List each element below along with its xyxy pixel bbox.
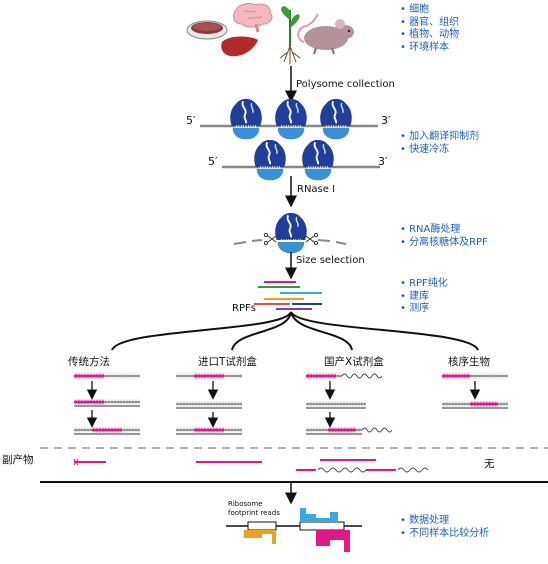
library-strand xyxy=(74,373,140,379)
sample-type-item: 细胞 xyxy=(400,4,459,17)
digested-mrna xyxy=(233,239,347,245)
footprint-reads-plot xyxy=(226,508,362,552)
mouse-icon xyxy=(297,13,354,55)
plant-icon xyxy=(279,6,301,64)
library-step-item: 建库 xyxy=(400,291,448,304)
library-strand xyxy=(176,373,242,379)
footprint-reads-label: Ribosome footprint reads xyxy=(228,500,280,517)
byproducts xyxy=(73,458,429,473)
library-strand xyxy=(442,401,508,409)
analysis-steps-list: 数据处理 不同样本比较分析 xyxy=(400,515,489,540)
method-traditional-title: 传统方法 xyxy=(68,356,110,368)
method-columns xyxy=(74,373,508,435)
single-ribosome xyxy=(275,212,307,254)
ribosome-icon xyxy=(302,139,334,181)
sample-type-item: 植物、动物 xyxy=(400,29,459,42)
liver-icon xyxy=(221,36,258,57)
polya-tail xyxy=(341,373,383,379)
digest-step-item: 分离核糖体及RPF xyxy=(400,237,488,250)
polya-tail xyxy=(361,427,393,433)
method-imported-kit-title: 进口T试剂盒 xyxy=(198,356,257,368)
library-steps-list: RPF纯化 建库 测序 xyxy=(400,278,448,316)
method-domestic-kit-title: 国产X试剂盒 xyxy=(324,356,384,368)
petri-dish-icon xyxy=(186,20,228,40)
mrna-five-prime-2: 5′ xyxy=(208,155,218,168)
ribosome-row-2 xyxy=(254,139,334,181)
ribosome-row-1 xyxy=(230,98,352,140)
library-strand xyxy=(306,373,342,379)
library-strand xyxy=(74,427,140,435)
lysis-step-item: 加入翻译抑制剂 xyxy=(400,131,479,144)
no-byproduct-label: 无 xyxy=(484,458,495,470)
digest-steps-list: RNA酶处理 分离核糖体及RPF xyxy=(400,224,488,249)
analysis-step-item: 不同样本比较分析 xyxy=(400,528,489,541)
library-step-item: RPF纯化 xyxy=(400,278,448,291)
mrna-three-prime-2: 3′ xyxy=(378,155,388,168)
library-step-item: 测序 xyxy=(400,303,448,316)
analysis-step-item: 数据处理 xyxy=(400,515,489,528)
library-strand xyxy=(176,427,242,435)
digest-step-item: RNA酶处理 xyxy=(400,224,488,237)
ribosome-icon xyxy=(275,98,307,140)
ribosome-icon xyxy=(254,139,286,181)
library-strand xyxy=(442,373,508,379)
rnase-step-label: RNase I xyxy=(297,184,336,195)
scissors-icon-right xyxy=(305,232,319,246)
ribosome-icon xyxy=(320,98,352,140)
library-strand xyxy=(306,401,366,409)
library-strand xyxy=(176,401,242,409)
branch-lines xyxy=(111,311,479,351)
brain-icon xyxy=(233,3,273,33)
ribosome-icon xyxy=(275,212,307,254)
ribosome-icon xyxy=(230,98,262,140)
rpf-fragments xyxy=(254,281,322,310)
byproduct-label: 副产物 xyxy=(2,454,34,466)
mrna-three-prime-1: 3′ xyxy=(381,114,391,127)
library-strand xyxy=(306,427,362,435)
rpf-label: RPFs xyxy=(232,303,256,314)
size-selection-step-label: Size selection xyxy=(296,255,365,266)
sample-type-item: 环境样本 xyxy=(400,42,459,55)
mrna-five-prime-1: 5′ xyxy=(186,114,196,127)
sample-type-item: 器官、组织 xyxy=(400,17,459,30)
scissors-icon-left xyxy=(263,232,277,246)
method-hexu-title: 核序生物 xyxy=(448,356,490,368)
sample-types-list: 细胞 器官、组织 植物、动物 环境样本 xyxy=(400,4,459,54)
lysis-step-item: 快速冷冻 xyxy=(400,144,479,157)
library-strand xyxy=(74,399,140,407)
lysis-steps-list: 加入翻译抑制剂 快速冷冻 xyxy=(400,131,479,156)
polysome-step-label: Polysome collection xyxy=(296,79,395,90)
